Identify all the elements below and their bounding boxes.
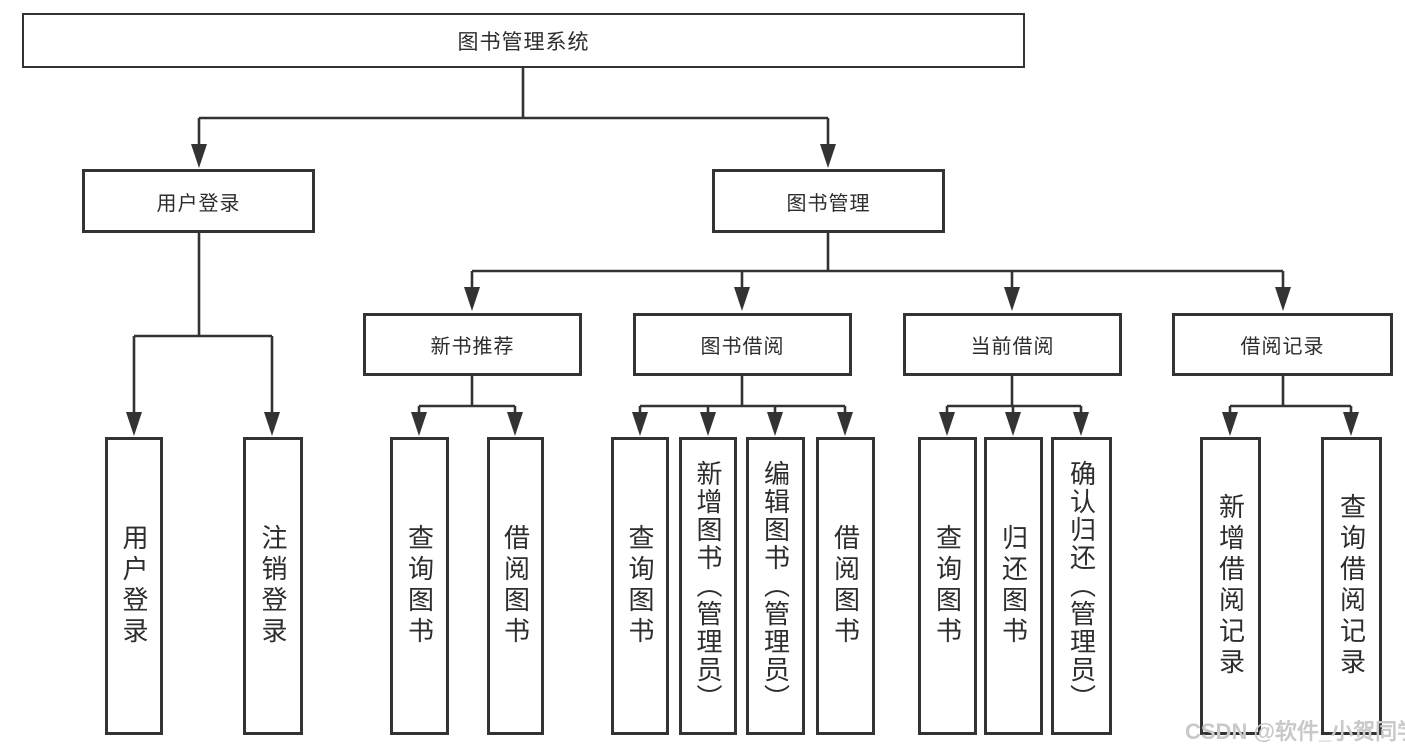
node-label: 编辑图书（管理员） — [760, 460, 791, 712]
node-label: 确认归还（管理员） — [1066, 460, 1097, 712]
leaf-query-books-recommend: 查询图书 — [390, 437, 449, 735]
node-label: 图书管理 — [786, 192, 871, 215]
node-label: 新书推荐 — [430, 336, 515, 358]
node-label: 新增图书（管理员） — [693, 460, 723, 712]
node-label: 归还图书 — [998, 524, 1029, 648]
node-label: 用户登录 — [119, 524, 149, 648]
leaf-logout: 注销登录 — [243, 437, 303, 735]
node-label: 借阅图书 — [830, 524, 861, 648]
leaf-query-borrow-record: 查询借阅记录 — [1321, 437, 1382, 735]
leaf-add-books-admin: 新增图书（管理员） — [679, 437, 737, 735]
node-label: 查询借阅记录 — [1336, 493, 1367, 679]
node-label: 查询图书 — [404, 524, 435, 648]
node-label: 借阅图书 — [500, 524, 531, 648]
leaf-borrow-books-recommend: 借阅图书 — [487, 437, 544, 735]
node-current-borrowing: 当前借阅 — [903, 313, 1122, 376]
leaf-return-books: 归还图书 — [984, 437, 1043, 735]
node-book-borrowing: 图书借阅 — [633, 313, 852, 376]
node-label: 注销登录 — [258, 524, 288, 648]
node-label: 当前借阅 — [970, 336, 1055, 358]
leaf-user-login: 用户登录 — [105, 437, 163, 735]
node-label: 查询图书 — [625, 524, 655, 648]
leaf-edit-books-admin: 编辑图书（管理员） — [746, 437, 805, 735]
leaf-borrow-books: 借阅图书 — [816, 437, 875, 735]
node-label: 新增借阅记录 — [1215, 493, 1246, 679]
node-book-management: 图书管理 — [712, 169, 945, 233]
leaf-query-books-current: 查询图书 — [918, 437, 977, 735]
node-label: 查询图书 — [932, 524, 963, 648]
leaf-add-borrow-record: 新增借阅记录 — [1200, 437, 1261, 735]
node-label: 图书管理系统 — [457, 30, 590, 54]
arrowhead-icons — [126, 144, 1359, 436]
node-borrowing-records: 借阅记录 — [1172, 313, 1393, 376]
node-label: 用户登录 — [156, 192, 241, 215]
node-label: 借阅记录 — [1240, 336, 1325, 358]
node-library-management-system: 图书管理系统 — [22, 13, 1025, 68]
node-label: 图书借阅 — [700, 336, 785, 358]
node-user-login: 用户登录 — [82, 169, 315, 233]
leaf-confirm-return-admin: 确认归还（管理员） — [1051, 437, 1112, 735]
leaf-query-books-borrowing: 查询图书 — [611, 437, 669, 735]
node-new-book-recommend: 新书推荐 — [363, 313, 582, 376]
csdn-watermark: CSDN @软件_小贺同学 — [1185, 719, 1405, 744]
